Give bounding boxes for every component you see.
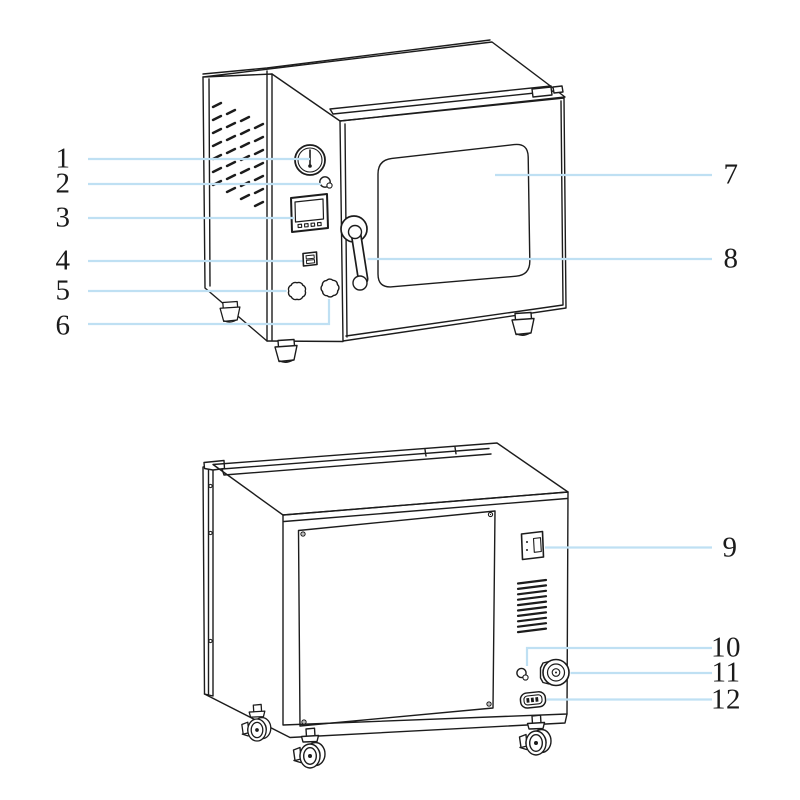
rear-top-rail [221,446,492,476]
left-side-panel [202,70,273,342]
foot-front-left [274,338,298,363]
valve-knob-right [318,276,342,300]
caster-wheel-front-left [292,727,326,769]
foot-front-right [511,311,535,336]
rear-view-illustration [202,442,570,769]
callout-label-1: 1 [55,142,71,175]
rear-base [203,693,568,739]
caster-wheel-right [518,714,552,756]
rear-left-strip [202,463,214,697]
callout-label-8: 8 [723,242,739,275]
line-art [202,39,570,769]
callout-label-9: 9 [722,531,738,564]
circular-port [539,658,570,687]
small-plug [516,667,529,681]
door-top-rail [329,85,555,115]
leader-line-6 [88,299,331,326]
callout-label-2: 2 [55,167,71,200]
door-handle [340,215,369,291]
callout-label-12: 12 [711,683,741,716]
power-inlet [519,691,547,709]
door-window [377,143,531,288]
leader-lines [88,157,712,701]
callout-label-4: 4 [55,244,71,277]
oven-top-rim [202,39,491,75]
callout-label-11: 11 [711,656,741,689]
callout-label-6: 6 [55,309,71,342]
vent-grille [516,578,548,634]
panel-screws [300,511,494,725]
caster-wheel-rear-left [241,703,272,742]
callout-label-5: 5 [55,274,71,307]
leader-line-10 [525,646,712,666]
rear-top-face [212,442,569,516]
rear-access-panel [297,510,496,727]
small-valve-knob [319,176,333,189]
louver-vents [211,101,265,208]
valve-knob-left [287,281,307,301]
front-view-illustration [202,39,567,363]
controller-display [290,193,329,233]
callout-label-3: 3 [55,201,71,234]
callout-label-7: 7 [723,158,739,191]
callout-label-10: 10 [711,631,741,664]
front-switch [302,251,318,267]
power-switch [520,530,545,561]
foot-rear-left [219,300,241,323]
door-hinge-blocks [531,85,564,98]
oven-door [339,97,567,342]
